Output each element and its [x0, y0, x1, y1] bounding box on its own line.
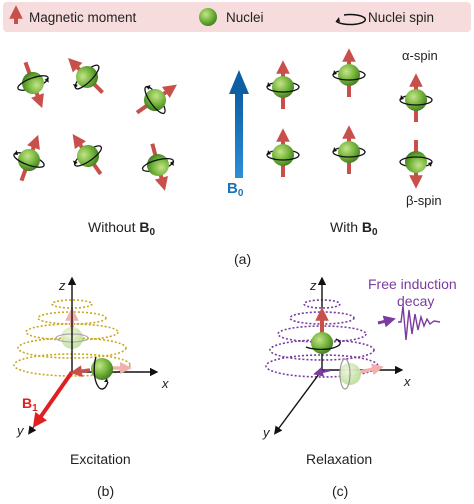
legend-nuclei-spin: Nuclei spin [368, 10, 434, 25]
axis-y-c: y [262, 425, 271, 440]
axis-z-b: z [58, 278, 66, 293]
alpha-spin-label: α-spin [402, 48, 438, 63]
axis-y-b: y [16, 423, 25, 438]
excited-nucleus [91, 358, 113, 380]
legend-magnetic-moment: Magnetic moment [29, 10, 137, 25]
random-nucleus [141, 143, 175, 191]
b1-label: B1 [22, 395, 38, 414]
b0-field-label: B0 [227, 180, 244, 199]
y-axis-c [273, 369, 323, 435]
relaxation-panel [265, 276, 441, 435]
with-b0-label: With B0 [330, 219, 378, 238]
random-nucleus [72, 134, 103, 176]
beta-nucleus [399, 140, 433, 189]
legend-nuclei: Nuclei [226, 10, 264, 25]
random-nucleus [17, 61, 49, 109]
caption-a: (a) [234, 251, 251, 267]
aligned-nuclei-group [266, 48, 433, 189]
beta-spin-label: β-spin [406, 193, 442, 208]
axis-x-c: x [403, 374, 411, 389]
relaxation-label: Relaxation [306, 451, 372, 467]
axis-z-c: z [309, 278, 317, 293]
random-nuclei-group [13, 58, 177, 191]
alpha-nucleus [332, 48, 366, 97]
fid-signal [398, 305, 441, 341]
nucleus-icon [199, 8, 217, 26]
alpha-nucleus [266, 128, 300, 177]
caption-b: (b) [97, 483, 114, 499]
legend: Magnetic moment Nuclei Nuclei spin [3, 2, 471, 32]
without-b0-label: Without B0 [88, 219, 155, 238]
excitation-panel [13, 276, 159, 435]
excitation-label: Excitation [70, 451, 131, 467]
fid-label-line1: Free induction [368, 276, 457, 292]
alpha-nucleus [266, 60, 300, 109]
random-nucleus [135, 84, 177, 115]
b0-field-arrow [229, 70, 249, 178]
nuclei-spin-icon [335, 13, 367, 26]
fid-arrow [377, 315, 396, 328]
b1-vector [32, 370, 74, 428]
caption-c: (c) [332, 483, 348, 499]
relaxed-nucleus [311, 332, 333, 354]
random-nucleus [68, 58, 104, 94]
alpha-nucleus [332, 125, 366, 174]
random-nucleus [13, 134, 45, 182]
alpha-nucleus [399, 73, 433, 122]
axis-x-b: x [161, 376, 169, 391]
fid-label-line2: decay [397, 293, 434, 309]
